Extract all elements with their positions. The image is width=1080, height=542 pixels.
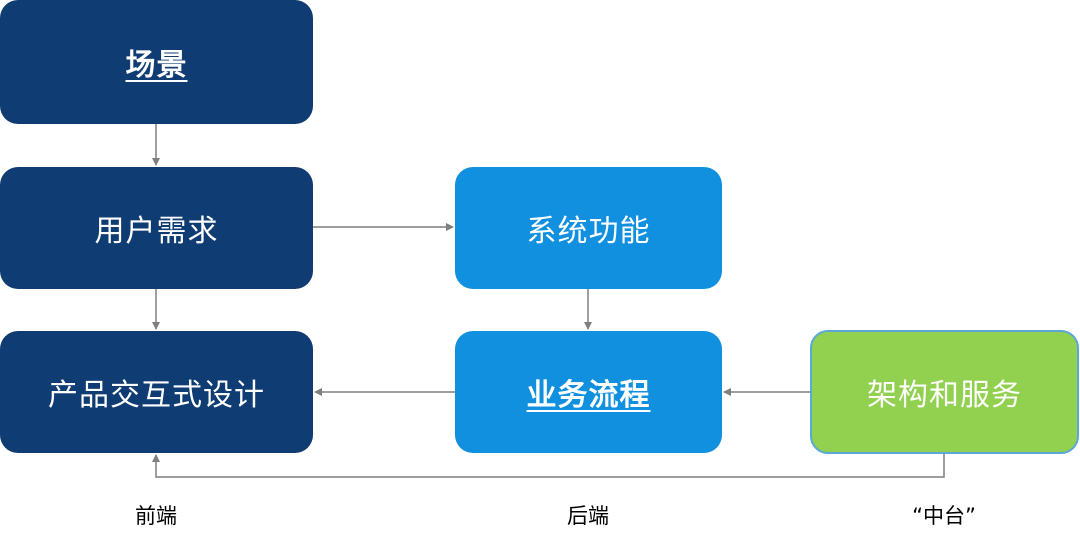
product-design-box-label: 产品交互式设计: [48, 378, 265, 413]
middle-platform-label: “中台”: [912, 504, 976, 528]
user-needs-box: 用户需求: [0, 167, 313, 289]
scene-box: 场景: [0, 0, 313, 124]
architecture-services-box-label: 架构和服务: [867, 378, 1022, 413]
frontend-label: 前端: [135, 504, 177, 528]
system-function-box-label: 系统功能: [526, 214, 651, 249]
backend-label: 后端: [567, 504, 609, 528]
arrow-arch-to-design: [152, 454, 945, 478]
product-design-box: 产品交互式设计: [0, 331, 313, 453]
architecture-services-box: 架构和服务: [810, 330, 1079, 454]
business-flow-box-label: 业务流程: [526, 378, 651, 413]
scene-box-label: 场景: [125, 48, 188, 83]
user-needs-box-label: 用户需求: [94, 214, 219, 249]
system-function-box: 系统功能: [455, 167, 722, 289]
business-flow-box: 业务流程: [455, 331, 722, 453]
